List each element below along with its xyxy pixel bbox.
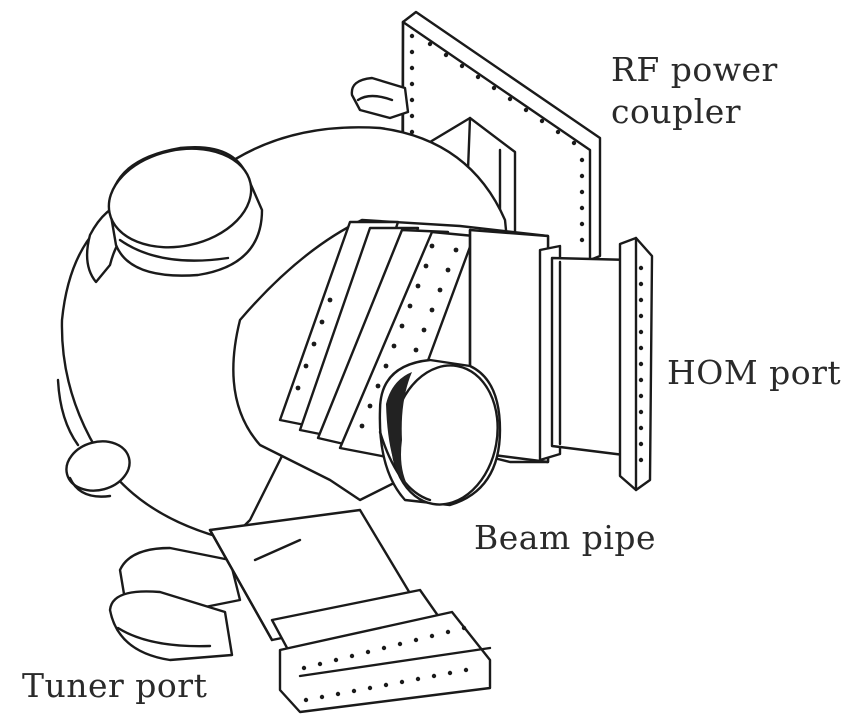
label-rf-power-coupler-line2: coupler bbox=[611, 92, 742, 131]
label-beam-pipe: Beam pipe bbox=[474, 518, 657, 557]
label-tuner-port: Tuner port bbox=[22, 666, 208, 705]
left-small-port bbox=[65, 440, 131, 498]
label-rf-power-coupler-line1: RF power bbox=[611, 50, 778, 89]
hom-bolt-holes bbox=[638, 265, 644, 463]
top-port bbox=[107, 146, 264, 277]
tuner-port bbox=[108, 508, 492, 714]
beam-pipe bbox=[378, 358, 502, 507]
hom-port bbox=[550, 236, 654, 492]
label-hom-port: HOM port bbox=[667, 353, 842, 392]
tuner-bolt-holes bbox=[301, 625, 469, 703]
coupler-bolt-holes bbox=[409, 33, 585, 243]
